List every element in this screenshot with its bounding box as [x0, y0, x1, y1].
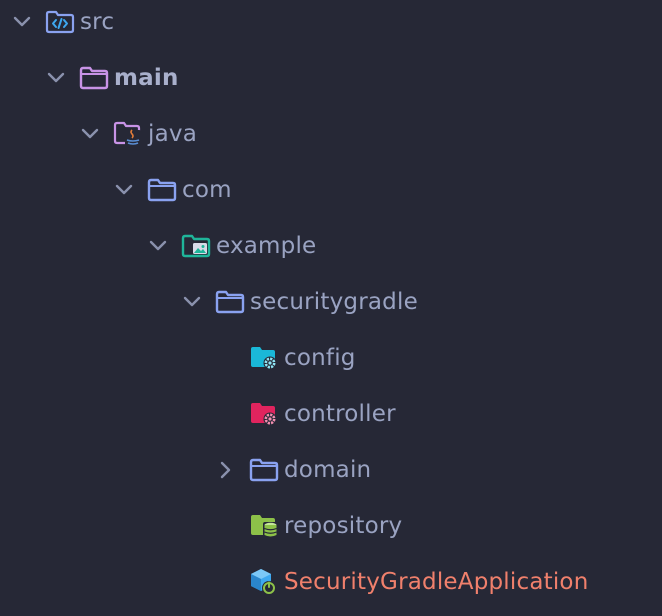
tree-item-label: com [182, 177, 232, 203]
tree-item-label: domain [284, 457, 372, 483]
chevron-spacer [214, 346, 238, 370]
package-folder-icon [214, 288, 246, 316]
tree-item-label: example [216, 233, 317, 259]
tree-row-java[interactable]: java [0, 106, 662, 162]
tree-row-controller[interactable]: controller [0, 386, 662, 442]
chevron-down-icon[interactable] [180, 290, 204, 314]
tree-row-com[interactable]: com [0, 162, 662, 218]
chevron-spacer [214, 570, 238, 594]
chevron-down-icon[interactable] [10, 10, 34, 34]
tree-item-label: java [148, 121, 197, 147]
java-source-folder-icon [112, 120, 144, 148]
spring-boot-app-icon [248, 568, 280, 596]
tree-row-example[interactable]: example [0, 218, 662, 274]
chevron-down-icon[interactable] [44, 66, 68, 90]
tree-item-label: config [284, 345, 356, 371]
chevron-down-icon[interactable] [146, 234, 170, 258]
tree-row-domain[interactable]: domain [0, 442, 662, 498]
tree-row-repository[interactable]: repository [0, 498, 662, 554]
tree-item-label: SecurityGradleApplication [284, 569, 589, 595]
tree-row-config[interactable]: config [0, 330, 662, 386]
tree-row-securitygradle[interactable]: securitygradle [0, 274, 662, 330]
chevron-spacer [214, 514, 238, 538]
chevron-spacer [214, 402, 238, 426]
chevron-down-icon[interactable] [78, 122, 102, 146]
repository-folder-icon [248, 512, 280, 540]
tree-row-security-gradle-application[interactable]: SecurityGradleApplication [0, 554, 662, 610]
tree-item-label: repository [284, 513, 403, 539]
config-folder-icon [248, 344, 280, 372]
folder-icon [78, 64, 110, 92]
tree-item-label: src [80, 9, 115, 35]
tree-item-label: securitygradle [250, 289, 418, 315]
chevron-right-icon[interactable] [214, 458, 238, 482]
source-folder-icon [44, 8, 76, 36]
tree-row-src[interactable]: src [0, 0, 662, 50]
tree-item-label: main [114, 65, 179, 91]
controller-folder-icon [248, 400, 280, 428]
tree-row-main[interactable]: main [0, 50, 662, 106]
resources-folder-icon [180, 232, 212, 260]
package-folder-icon [248, 456, 280, 484]
package-folder-icon [146, 176, 178, 204]
tree-item-label: controller [284, 401, 396, 427]
chevron-down-icon[interactable] [112, 178, 136, 202]
